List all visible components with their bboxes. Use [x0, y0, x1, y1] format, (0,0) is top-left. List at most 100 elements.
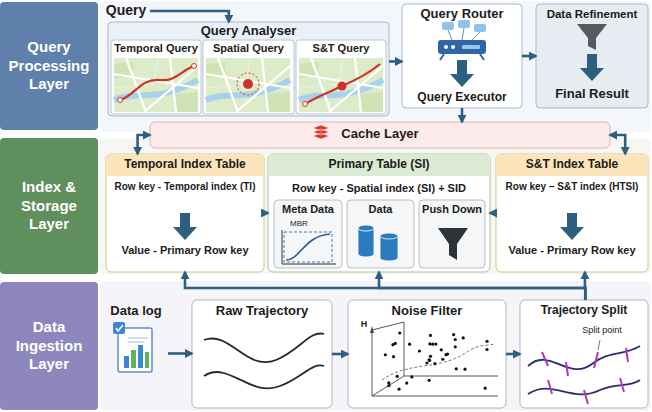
module-box: Query AnalyserTemporal Query Spatial Quer… [108, 22, 389, 116]
scatter-dot [429, 355, 432, 358]
query-type-box: Temporal Query [111, 40, 201, 114]
table-box: Primary Table (SI) Row key - Spatial inde… [268, 154, 490, 272]
layer-name: Query Processing Layer [0, 38, 98, 94]
scatter-dot [446, 353, 449, 356]
annotation-label: H [359, 320, 369, 330]
box-title: Temporal Index Table [109, 158, 261, 172]
scatter-dot [394, 342, 397, 345]
box-title: Data log [107, 304, 165, 319]
table-box: Temporal Index TableRow key - Temporal i… [106, 154, 264, 272]
box-title: Query [105, 2, 147, 18]
flow-arrow [185, 272, 585, 300]
scatter-dot [485, 340, 488, 343]
flow-arrow [150, 11, 229, 22]
scatter-dot [410, 375, 413, 378]
scatter-dot [408, 343, 411, 346]
scatter-dot [440, 348, 443, 351]
scatter-dot [428, 359, 431, 362]
layer-label: Query Processing Layer [0, 2, 98, 130]
stage-box: Noise Filter [348, 300, 506, 408]
box-title: Cache Layer [153, 127, 607, 142]
query-type-box: S&T Query [296, 40, 386, 114]
box-title: Query Router [405, 7, 519, 22]
part-box: Data [347, 200, 414, 268]
cache-bar: Cache Layer [150, 122, 610, 148]
scatter-dot [431, 343, 434, 346]
scatter-dot [484, 387, 487, 390]
scatter-dot [429, 334, 432, 337]
box-text: Value - Primary Row key [109, 244, 261, 257]
flow-arrow [264, 212, 268, 215]
box-text: Final Result [539, 87, 645, 102]
box-title: Query Analyser [111, 24, 386, 39]
scatter-dot [433, 362, 436, 365]
scatter-dot [485, 348, 488, 351]
scatter-dot [418, 349, 421, 352]
scatter-dot [463, 368, 466, 371]
box-title: Primary Table (SI) [271, 158, 487, 172]
scatter-dot [454, 338, 457, 341]
scatter-dot [396, 375, 399, 378]
layer-label: Index & Storage Layer [0, 138, 98, 274]
flow-arrow [610, 135, 625, 154]
part-box: Meta Data [274, 200, 342, 268]
flow-arrow [490, 212, 496, 215]
flow-arrow [379, 272, 585, 300]
box-title: S&T Index Table [499, 158, 645, 172]
layer-label: Data Ingestion Layer [0, 282, 98, 410]
stage-box: Trajectory Split [520, 300, 648, 408]
query-type-box: Spatial Query [203, 40, 294, 114]
input-label: Query [102, 0, 150, 22]
source-label: Data log [104, 304, 168, 394]
flow-arrow [522, 55, 536, 58]
scatter-dot [397, 388, 400, 391]
box-text: Query Executor [405, 91, 519, 105]
scatter-dot [441, 358, 444, 361]
layer-name: Data Ingestion Layer [0, 318, 98, 374]
layer-name: Index & Storage Layer [0, 178, 98, 234]
scatter-dot [392, 355, 395, 358]
scatter-dot [398, 331, 401, 334]
scatter-dot [428, 342, 431, 345]
scatter-dot [425, 361, 428, 364]
annotation-label: MBR [284, 220, 314, 229]
box-title: Raw Trajectory [195, 304, 329, 319]
box-title: Data [350, 203, 411, 216]
scatter-dot [434, 343, 437, 346]
box-title: S&T Query [299, 42, 383, 55]
box-title: Trajectory Split [523, 304, 645, 318]
flow-arrow [168, 352, 192, 355]
flow-arrow [461, 108, 464, 122]
box-title: Spatial Query [206, 42, 291, 55]
module-box: Data RefinementFinal Result [536, 4, 648, 108]
stage-box: Raw Trajectory [192, 300, 332, 408]
box-text: Row key - Spatial index (SI) + SID [271, 182, 487, 195]
box-title: Temporal Query [114, 42, 198, 55]
box-title: Push Down [422, 203, 482, 216]
box-text: Value - Primary Row key [499, 244, 645, 257]
scatter-dot [427, 358, 430, 361]
box-title: Noise Filter [351, 304, 503, 319]
scatter-dot [454, 345, 457, 348]
scatter-dot [405, 381, 408, 384]
scatter-dot [387, 381, 390, 384]
box-title: Data Refinement [539, 8, 645, 21]
part-box: Push Down [419, 200, 485, 268]
scatter-dot [384, 353, 387, 356]
scatter-dot [455, 367, 458, 370]
flow-arrow [584, 272, 587, 300]
annotation-label: Split point [572, 326, 632, 336]
flow-arrow [332, 353, 348, 356]
box-text: Row key - Temporal index (TI) [109, 181, 261, 193]
scatter-dot [428, 379, 431, 382]
box-text: Row key – S&T index (HTSI) [499, 181, 645, 193]
scatter-dot [387, 384, 390, 387]
flow-arrow [506, 353, 520, 356]
flow-arrow [389, 60, 402, 63]
box-title: Meta Data [277, 203, 339, 216]
module-box: Query RouterQuery Executor [402, 4, 522, 108]
flow-arrow [138, 135, 150, 154]
scatter-dot [452, 333, 455, 336]
table-box: S&T Index TableRow key – S&T index (HTSI… [496, 154, 648, 272]
scatter-dot [462, 336, 465, 339]
